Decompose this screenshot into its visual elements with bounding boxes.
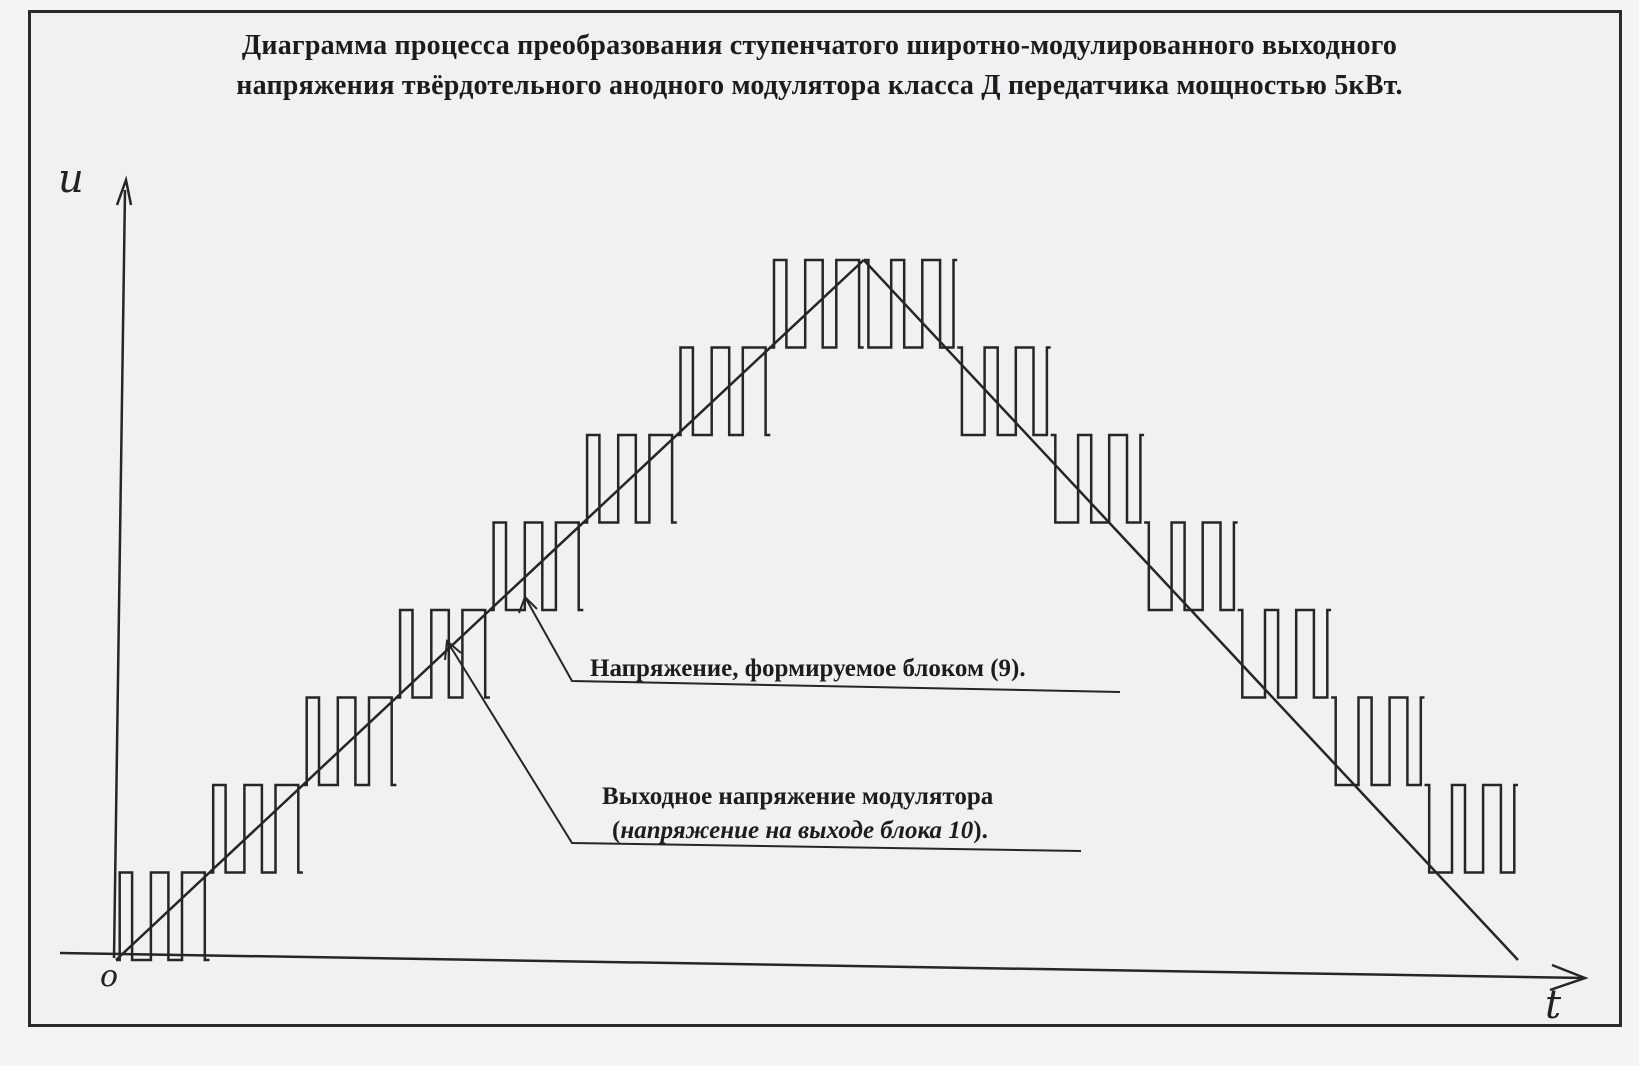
step-up-8 (770, 258, 864, 349)
annotation-output-italic: напряжение на выходе блока 10 (620, 817, 973, 844)
step-down-7 (1424, 783, 1518, 874)
annotation-output-paren-close: ). (973, 817, 988, 844)
t-axis-arrowhead (1549, 963, 1589, 992)
step-down-1 (863, 258, 958, 349)
u-axis-label: u (58, 156, 84, 202)
page-frame (28, 10, 1622, 1027)
axes (59, 175, 1589, 992)
step-up-3 (302, 696, 397, 787)
leader-output (446, 640, 1082, 852)
t-axis-label: t (1545, 982, 1562, 1028)
annotation-output-line-2: (напряжение на выходе блока 10). (612, 817, 988, 844)
annotation-leaders (444, 595, 1121, 852)
origin-label: o (100, 959, 118, 994)
pwm-staircase-waveform (116, 258, 1518, 962)
step-up-7 (676, 346, 771, 437)
t-axis (59, 951, 1586, 980)
step-up-6 (583, 433, 677, 524)
step-up-5 (489, 521, 584, 612)
step-down-6 (1331, 696, 1425, 787)
diagram-title-line-1: Диаграмма процесса преобразования ступен… (241, 30, 1398, 61)
annotation-block9: Напряжение, формируемое блоком (9). (590, 655, 1026, 682)
annotation-output-paren-open: ( (612, 817, 620, 844)
step-down-4 (1144, 521, 1238, 612)
step-down-3 (1050, 433, 1145, 524)
u-axis (112, 189, 127, 959)
step-down-5 (1237, 608, 1332, 699)
leader-block9 (524, 596, 1121, 693)
output-voltage-ramp-up (115, 259, 865, 961)
leader-block9-arrowhead (518, 595, 538, 614)
u-axis-arrowhead (115, 175, 133, 206)
step-up-2 (209, 783, 303, 874)
output-voltage-ramp-down (862, 259, 1519, 961)
step-down-2 (957, 346, 1051, 437)
diagram-title-line-2: напряжения твёрдотельного анодного модул… (236, 70, 1403, 101)
leader-output-arrowhead (444, 639, 462, 661)
annotation-output-line-1: Выходное напряжение модулятора (602, 783, 994, 810)
step-up-1 (116, 871, 210, 962)
step-up-4 (396, 608, 490, 699)
